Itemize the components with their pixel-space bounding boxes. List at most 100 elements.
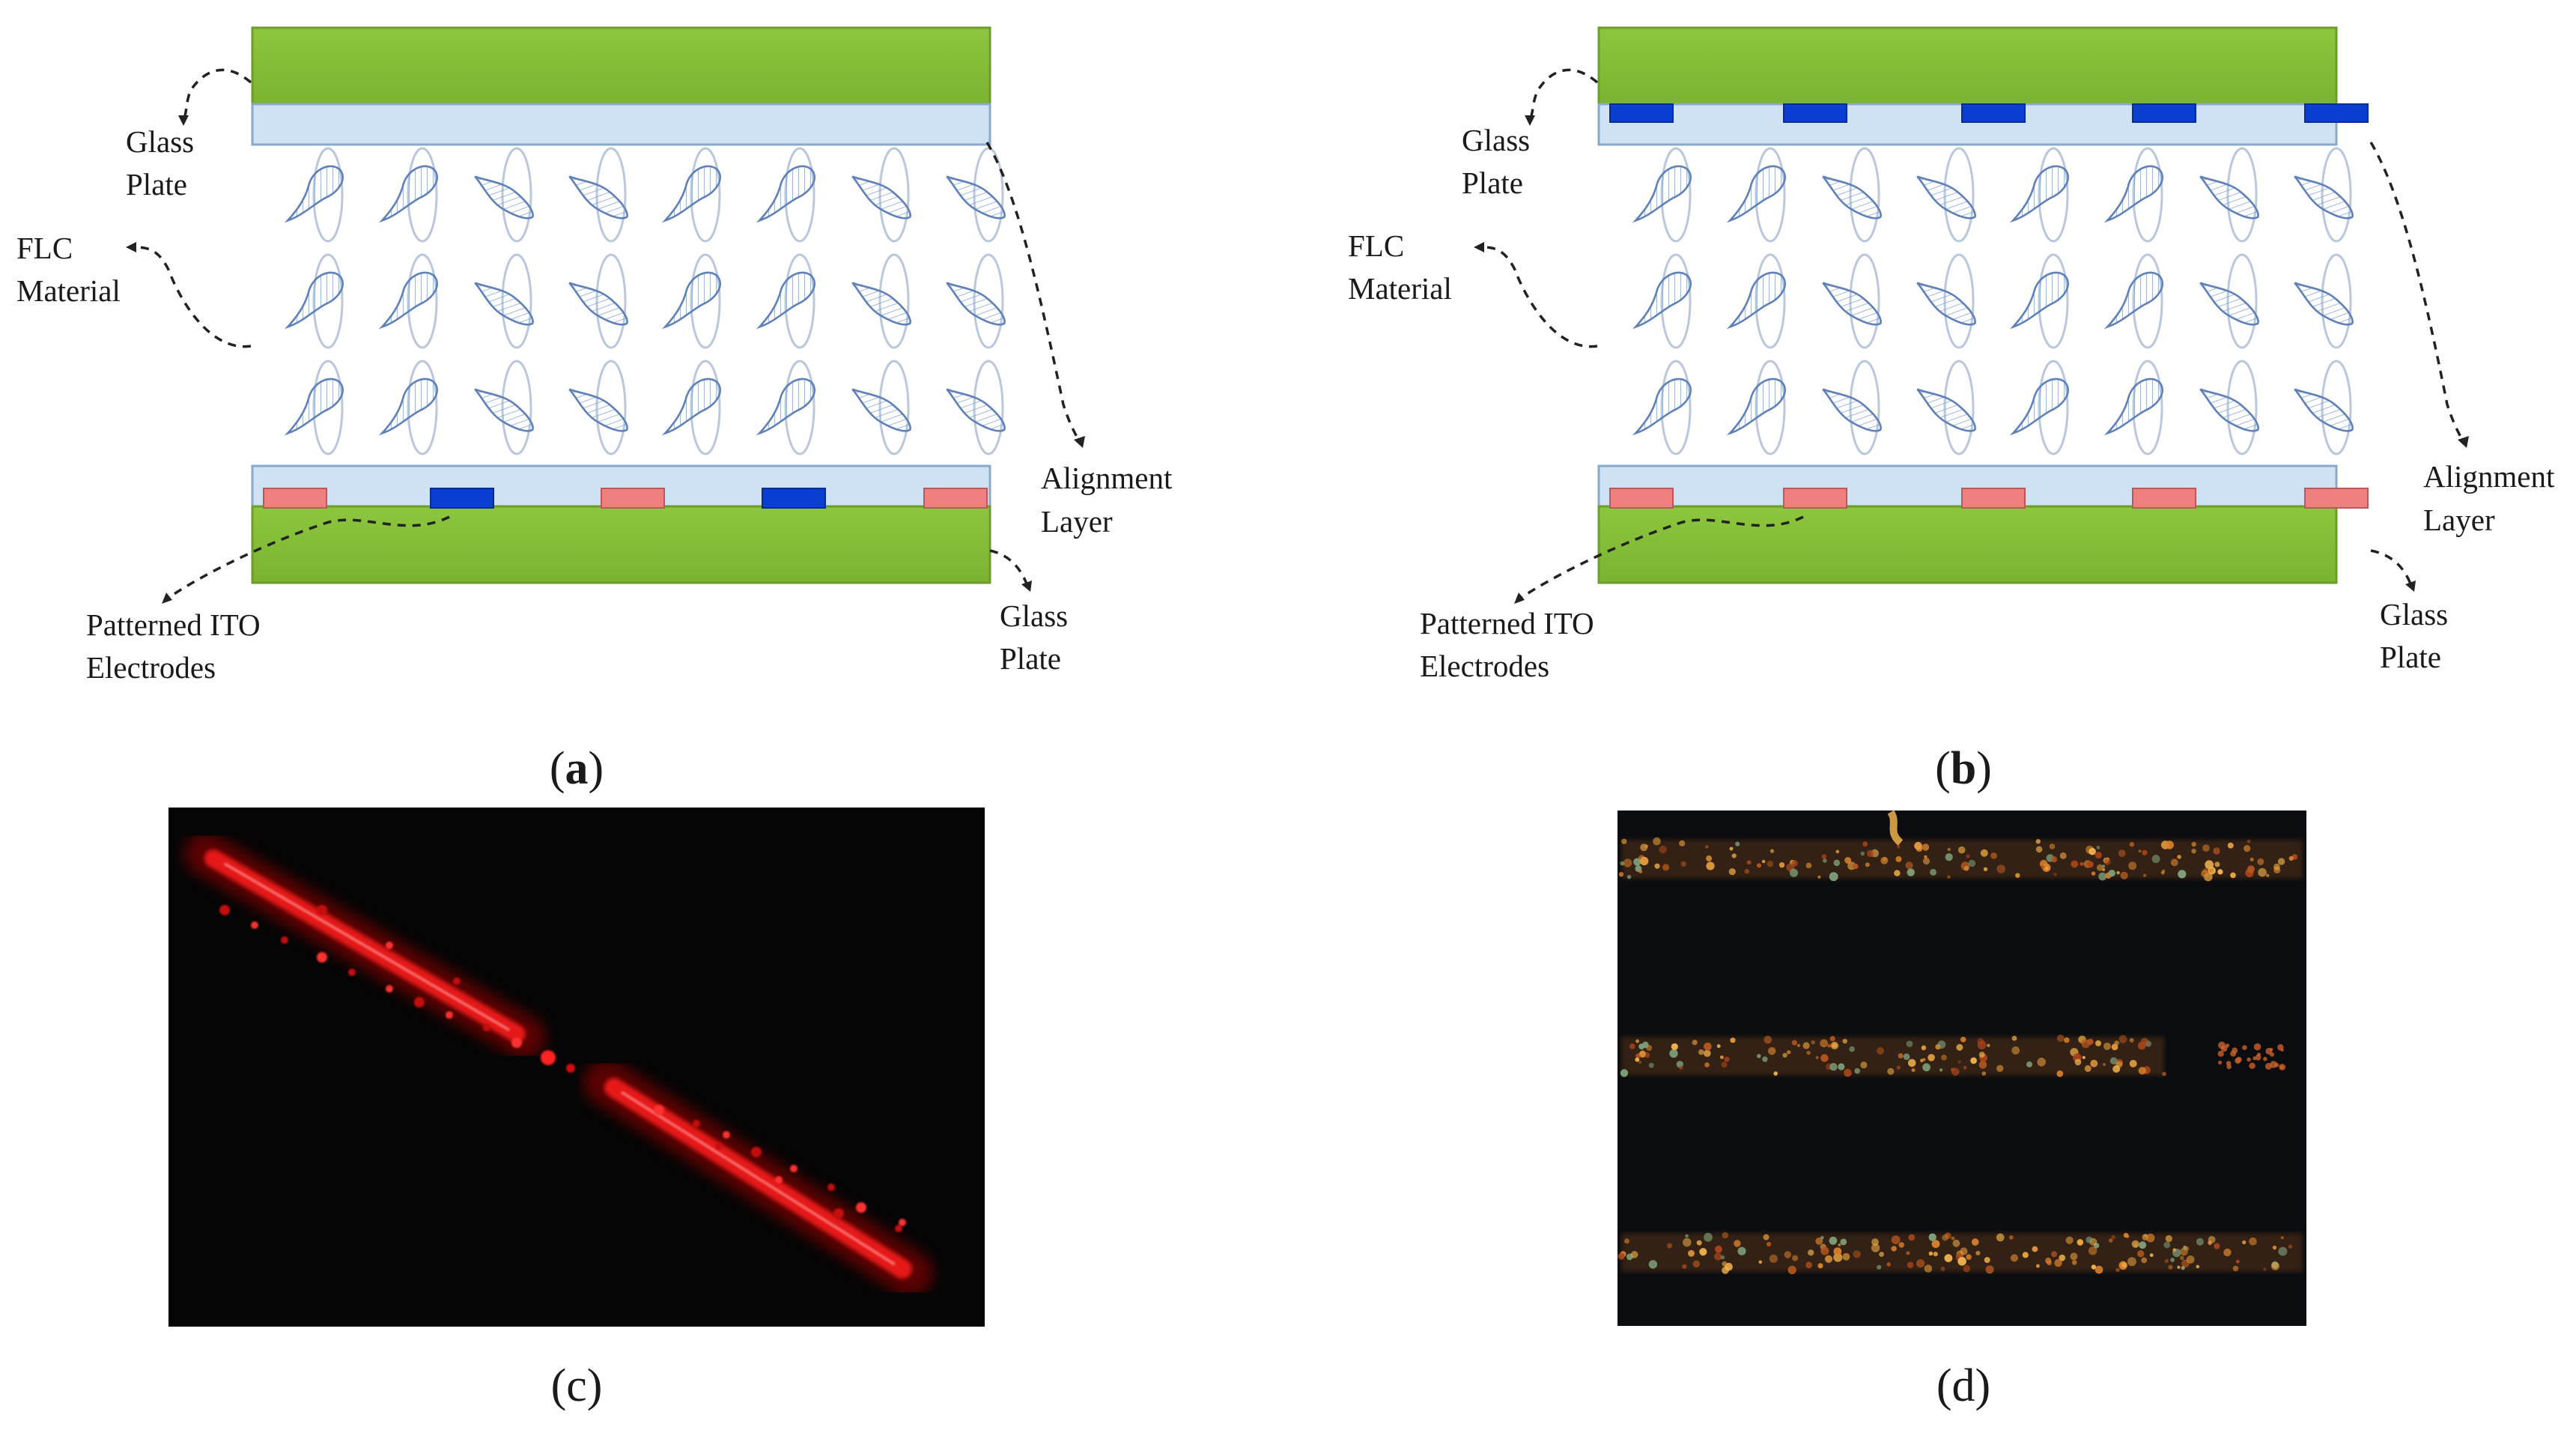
- flc-molecule: [2103, 360, 2163, 455]
- flc-molecule: [474, 360, 534, 455]
- flc-molecule: [2294, 253, 2354, 349]
- bottom-glass-plate: [251, 505, 991, 584]
- flc-molecule: [1916, 147, 1976, 243]
- label-glass-plate-bottom: Plate: [1000, 641, 1061, 676]
- flc-molecule: [1916, 253, 1976, 349]
- label-glass-plate-top: Plate: [126, 167, 187, 202]
- ito-electrode: [263, 488, 327, 509]
- flc-texture-stripes: [1617, 810, 2303, 1275]
- label-glass-plate-bottom: Glass: [1000, 599, 1068, 633]
- caption-d: (d): [1936, 1360, 1990, 1411]
- laser-speckle: [751, 1147, 762, 1157]
- laser-speckle: [856, 1202, 866, 1213]
- top-glass-plate: [251, 26, 991, 106]
- flc-molecule: [2199, 147, 2259, 243]
- flc-molecule: [1822, 360, 1882, 455]
- flc-molecule: [1726, 360, 1786, 455]
- texture-spot: [1887, 810, 1904, 846]
- flc-molecule: [378, 360, 438, 455]
- flc-molecule: [2199, 253, 2259, 349]
- label-alignment-layer: Alignment: [2423, 459, 2555, 494]
- flc-molecule: [378, 253, 438, 349]
- ito-electrode: [1783, 488, 1847, 509]
- flc-molecule: [2009, 360, 2069, 455]
- caption-a: (a): [550, 743, 604, 794]
- bottom-glass-plate: [1597, 505, 2338, 584]
- laser-speckles: [219, 905, 906, 1232]
- laser-speckle: [693, 1120, 700, 1127]
- label-flc-material: FLC: [16, 231, 73, 265]
- label-flc-material: FLC: [1348, 228, 1404, 263]
- flc-molecule: [851, 253, 911, 349]
- label-alignment-layer: Layer: [2423, 503, 2495, 537]
- ito-electrode: [2304, 103, 2369, 123]
- texture-stripe: [1617, 1231, 2303, 1275]
- flc-molecule: [474, 253, 534, 349]
- label-flc-material: Material: [16, 273, 121, 308]
- flc-molecule: [378, 147, 438, 243]
- panel-d: (d): [1617, 810, 2306, 1411]
- flc-molecule: [284, 147, 344, 243]
- leader-ito: [1518, 515, 1804, 601]
- laser-speckle: [715, 1142, 723, 1150]
- flc-molecule: [1726, 253, 1786, 349]
- flc-molecule: [946, 147, 1006, 243]
- flc-molecule: [1632, 360, 1692, 455]
- flc-molecule: [2009, 253, 2069, 349]
- ito-electrode: [1609, 488, 1674, 509]
- flc-molecule: [2103, 147, 2163, 243]
- flc-molecule: [1632, 147, 1692, 243]
- laser-speckle: [511, 1037, 522, 1048]
- label-patterned-ito: Electrodes: [1420, 649, 1549, 683]
- flc-molecule: [756, 147, 815, 243]
- ito-electrode: [1609, 103, 1674, 123]
- laser-speckle: [251, 921, 258, 929]
- flc-molecule: [2103, 253, 2163, 349]
- texture-stripe: [1618, 837, 2303, 882]
- panel-b: Glass Plate FLC Material Alignment Layer…: [1348, 26, 2555, 794]
- laser-speckle: [348, 969, 356, 976]
- flc-molecule: [661, 253, 721, 349]
- laser-speckle: [219, 905, 230, 915]
- laser-speckle: [723, 1131, 730, 1139]
- flc-molecule: [851, 360, 911, 455]
- laser-speckle: [790, 1165, 798, 1172]
- laser-speckle: [281, 936, 288, 944]
- flc-material-molecules: [1632, 147, 2354, 455]
- laser-speckle: [899, 1219, 906, 1226]
- flc-molecule: [1726, 147, 1786, 243]
- ito-electrode: [1783, 103, 1847, 123]
- laser-speckle: [895, 1225, 902, 1232]
- laser-speckle: [833, 1208, 844, 1219]
- panel-c: (c): [168, 808, 985, 1411]
- flc-molecule: [946, 360, 1006, 455]
- flc-molecule: [568, 360, 628, 455]
- laser-speckle: [446, 1011, 453, 1019]
- flc-molecule: [946, 253, 1006, 349]
- flc-molecule: [474, 147, 534, 243]
- laser-speckle: [483, 1024, 490, 1031]
- leader-glass-top: [182, 68, 252, 121]
- label-glass-plate-top: Glass: [126, 124, 194, 159]
- leader-glass-bottom: [989, 549, 1029, 587]
- ito-electrode: [1961, 103, 2026, 123]
- flc-molecule: [661, 147, 721, 243]
- leader-alignment: [2369, 142, 2465, 443]
- caption-b: (b): [1935, 743, 1992, 794]
- label-glass-plate-bottom: Glass: [2380, 597, 2448, 631]
- flc-molecule: [284, 253, 344, 349]
- flc-molecule: [1822, 147, 1882, 243]
- leader-flc: [1478, 246, 1598, 348]
- laser-speckle: [827, 1184, 835, 1191]
- label-glass-plate-top: Plate: [1462, 166, 1523, 200]
- flc-molecule: [568, 147, 628, 243]
- flc-molecule: [2294, 147, 2354, 243]
- laser-speckle: [386, 985, 393, 993]
- leader-alignment: [985, 142, 1081, 443]
- laser-speckle: [453, 978, 461, 985]
- flc-molecule: [756, 253, 815, 349]
- texture-stripe: [1620, 1034, 2286, 1077]
- ito-electrode: [1961, 488, 2026, 509]
- ito-electrode: [2132, 488, 2196, 509]
